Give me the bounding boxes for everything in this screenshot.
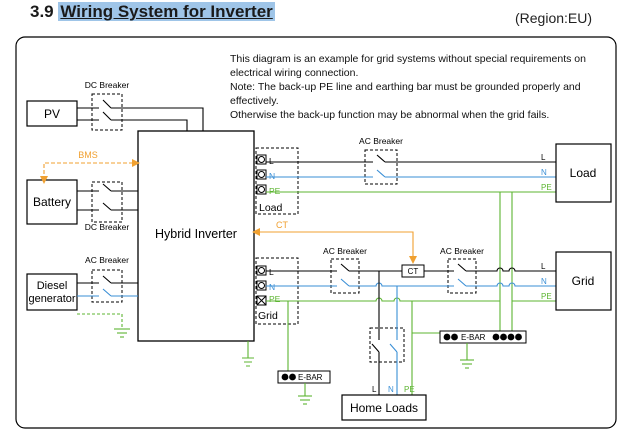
load-pe-label: PE: [541, 183, 552, 192]
inverter-pe-to-ebar: [275, 300, 289, 371]
diesel-generator-box: [26, 273, 78, 311]
ac-breaker-grid-2-label: AC Breaker: [440, 246, 484, 256]
pv-box: [26, 100, 78, 127]
hybrid-inverter-box: [137, 130, 255, 342]
inverter-ebar-ground: [298, 383, 312, 405]
home-l-label: L: [372, 385, 377, 394]
ct-signal-label: CT: [276, 220, 288, 230]
bms-label: BMS: [78, 150, 98, 160]
section-title-text: Wiring System for Inverter: [58, 2, 275, 21]
diesel-wiring: [77, 275, 138, 329]
section-title: 3.9 Wiring System for Inverter: [30, 2, 275, 22]
ct-box-label: CT: [408, 267, 419, 276]
pv-label: PV: [44, 107, 60, 121]
load-port-label: Load: [259, 202, 283, 214]
main-ebar-dots: [443, 333, 522, 341]
dc-breaker-battery-label: DC Breaker: [85, 222, 130, 232]
ac-breaker-load-label: AC Breaker: [359, 136, 403, 146]
inverter-ebar-label: E-BAR: [298, 373, 323, 382]
grid-label: Grid: [572, 274, 595, 288]
battery-label: Battery: [33, 195, 71, 209]
grid-port-l: L: [269, 267, 274, 277]
bms-signal-line: [40, 159, 140, 184]
grid-pe-label: PE: [541, 292, 552, 301]
home-loads-box: [341, 394, 427, 421]
pv-wiring: [77, 99, 204, 131]
battery-wiring: [77, 183, 138, 211]
load-port-box: [255, 147, 299, 215]
grid-wiring: [266, 263, 556, 302]
note-line-4: effectively.: [230, 95, 279, 107]
diesel-label-line1: Diesel: [37, 280, 68, 292]
ac-breaker-diesel: [91, 269, 123, 303]
load-l-label: L: [541, 153, 546, 162]
note-line-1: This diagram is an example for grid syst…: [230, 53, 586, 65]
note-line-2: electrical wiring connection.: [230, 67, 359, 79]
ac-breaker-load: [364, 149, 398, 185]
note-line-3: Note: The back-up PE line and earthing b…: [230, 81, 581, 93]
ac-breaker-diesel-label: AC Breaker: [85, 255, 129, 265]
note-line-5: Otherwise the back-up function may be ab…: [230, 109, 550, 121]
load-wiring: [266, 154, 556, 333]
battery-box: [26, 179, 78, 225]
grid-port-terminals: [256, 265, 267, 306]
hybrid-inverter-label: Hybrid Inverter: [155, 227, 237, 241]
ac-breaker-grid-1: [330, 258, 360, 294]
section-number: 3.9: [30, 2, 54, 21]
ac-breaker-grid-2: [447, 258, 477, 294]
load-label: Load: [570, 166, 597, 180]
diesel-label-line2: generator: [28, 293, 75, 305]
grid-port-pe: PE: [269, 294, 281, 304]
home-pe-label: PE: [404, 385, 415, 394]
home-n-label: N: [388, 385, 394, 394]
diagram-frame: [15, 36, 617, 429]
diesel-ground-icon: [114, 328, 130, 338]
load-box: [555, 143, 612, 203]
grid-port-label: Grid: [258, 310, 278, 322]
home-loads-wiring: [371, 271, 440, 395]
grid-box: [555, 251, 612, 311]
inverter-ground-icon: [242, 341, 254, 367]
main-ebar-label: E-BAR: [461, 333, 486, 342]
inverter-ebar-dots: [281, 373, 296, 381]
region-label: (Region:EU): [515, 10, 593, 26]
load-port-l: L: [269, 156, 274, 166]
ct-signal-line: [252, 228, 417, 264]
grid-port-n: N: [269, 282, 275, 292]
load-port-n: N: [269, 171, 275, 181]
load-port-pe: PE: [269, 186, 281, 196]
dc-breaker-pv: [91, 93, 123, 131]
grid-l-label: L: [541, 262, 546, 271]
ac-breaker-grid-1-label: AC Breaker: [323, 246, 367, 256]
load-port-terminals: [256, 154, 267, 195]
main-ebar-ground: [460, 343, 474, 369]
home-loads-breaker: [369, 327, 405, 363]
load-n-label: N: [541, 168, 547, 177]
grid-n-label: N: [541, 277, 547, 286]
dc-breaker-pv-label: DC Breaker: [85, 80, 130, 90]
home-loads-label: Home Loads: [350, 401, 418, 415]
